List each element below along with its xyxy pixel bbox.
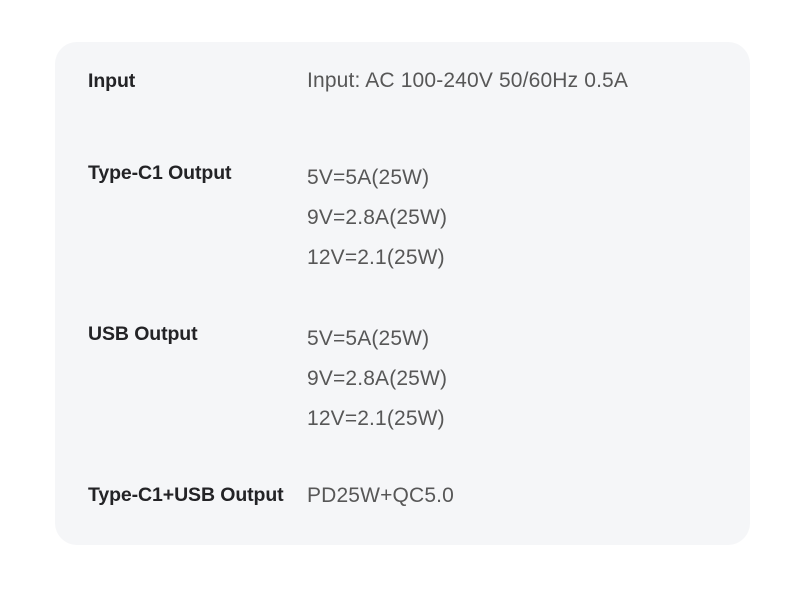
table-row: USB Output 5V=5A(25W) 9V=2.8A(25W) 12V=2… xyxy=(88,319,728,439)
spec-value-line: 9V=2.8A(25W) xyxy=(307,206,448,229)
spec-value-line: 5V=5A(25W) xyxy=(307,327,430,350)
spec-values-type-c1-output: 5V=5A(25W) 9V=2.8A(25W) 12V=2.1(25W) xyxy=(307,158,728,278)
spec-label-usb-output: USB Output xyxy=(88,323,198,345)
spec-values-usb-output: 5V=5A(25W) 9V=2.8A(25W) 12V=2.1(25W) xyxy=(307,319,728,439)
specification-card: Input Input: AC 100-240V 50/60Hz 0.5A Ty… xyxy=(55,42,750,545)
table-row: Type-C1 Output 5V=5A(25W) 9V=2.8A(25W) 1… xyxy=(88,158,728,278)
specification-table: Input Input: AC 100-240V 50/60Hz 0.5A Ty… xyxy=(88,66,728,511)
spec-label-input: Input xyxy=(88,70,136,92)
spec-label-type-c1-output: Type-C1 Output xyxy=(88,162,232,184)
spec-values-type-c1-usb-output: PD25W+QC5.0 xyxy=(307,481,728,511)
spec-label-type-c1-usb-output: Type-C1+USB Output xyxy=(88,484,284,506)
spec-value-line: 12V=2.1(25W) xyxy=(307,246,445,269)
table-row: Type-C1+USB Output PD25W+QC5.0 xyxy=(88,481,728,511)
table-row: Input Input: AC 100-240V 50/60Hz 0.5A xyxy=(88,66,728,96)
spec-value-line: PD25W+QC5.0 xyxy=(307,484,454,507)
spec-value-line: 5V=5A(25W) xyxy=(307,166,430,189)
spec-values-input: Input: AC 100-240V 50/60Hz 0.5A xyxy=(307,66,728,96)
spec-value-line: Input: AC 100-240V 50/60Hz 0.5A xyxy=(307,69,629,92)
spec-value-line: 9V=2.8A(25W) xyxy=(307,367,448,390)
spec-value-line: 12V=2.1(25W) xyxy=(307,407,445,430)
